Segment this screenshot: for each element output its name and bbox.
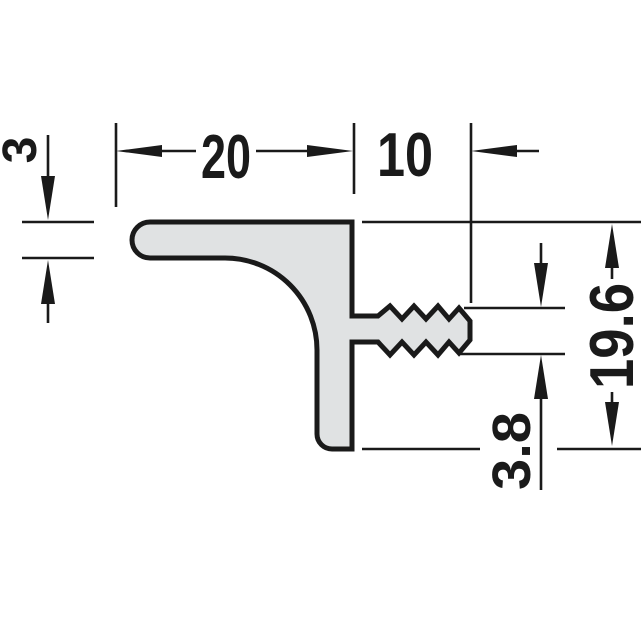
dimension-overall-height: 19.6 <box>578 224 642 446</box>
dimension-label-peg-diameter: 3.8 <box>482 412 542 490</box>
profile-shape <box>129 219 473 452</box>
arrowhead-up-pointing <box>41 260 55 304</box>
dimension-peg-length: 10 <box>377 121 539 303</box>
arrowhead-left <box>116 145 162 157</box>
dimension-peg-diameter: 3.8 <box>482 243 548 490</box>
arrowhead-up-pointing <box>605 224 619 268</box>
extension-lines <box>362 220 641 451</box>
arrowhead-down-pointing <box>605 402 619 446</box>
arrowhead-down-pointing <box>41 176 55 220</box>
dimension-flange-length: 20 <box>114 123 356 207</box>
arrowhead-up-pointing <box>534 355 548 399</box>
arrowhead-down-pointing <box>534 263 548 307</box>
dimension-label-flange-length: 20 <box>201 123 251 192</box>
dimension-label-flange-thickness: 3 <box>0 137 47 164</box>
dimension-label-peg-length: 10 <box>377 121 433 190</box>
arrowhead-right <box>307 145 353 157</box>
dimension-label-overall-height: 19.6 <box>578 283 642 389</box>
arrowhead-left-pointing <box>471 145 517 157</box>
dimension-flange-thickness: 3 <box>0 135 94 323</box>
